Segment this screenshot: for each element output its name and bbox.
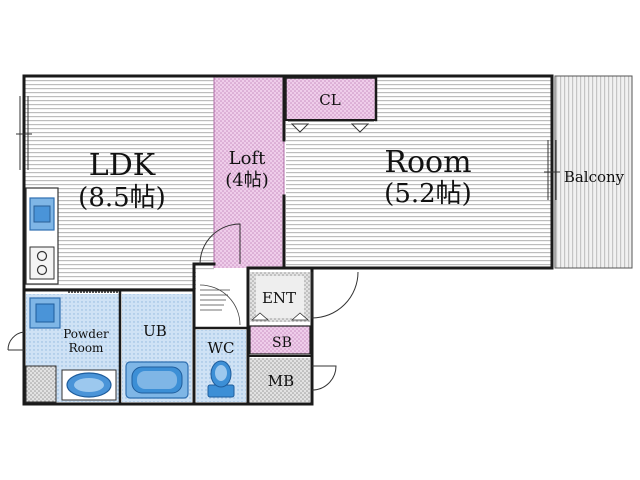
balcony-label: Balcony: [564, 168, 625, 186]
washbasin-icon: [29, 297, 61, 329]
powder-room: Powder Room: [25, 291, 120, 403]
hall-step: [196, 270, 246, 328]
room-area: Room (5.2帖): [286, 76, 552, 266]
kitchen-counter: [25, 187, 59, 285]
stove-icon: [29, 246, 55, 280]
entrance: ENT: [250, 272, 310, 322]
toilet-icon: [207, 360, 235, 398]
room-name-label: Room: [384, 145, 471, 180]
loft-name-label: Loft: [229, 148, 266, 169]
closet-label: CL: [319, 91, 340, 109]
powder-room-label-line2: Room: [69, 341, 104, 355]
shoe-box-label: SB: [272, 335, 292, 351]
entrance-label: ENT: [262, 289, 296, 307]
unit-bath: UB: [122, 294, 192, 402]
toilet-room: WC: [196, 330, 246, 402]
loft-size-label: (4帖): [225, 170, 269, 191]
meter-box-label: MB: [268, 372, 294, 390]
window-marks: [16, 96, 560, 200]
powder-room-label-line1: Powder: [63, 327, 109, 341]
shoe-box: SB: [249, 325, 311, 355]
toilet-label: WC: [208, 339, 235, 357]
closet: CL: [285, 77, 377, 133]
sink-bowl-icon: [61, 369, 117, 401]
room-size-label: (5.2帖): [384, 179, 472, 209]
ldk-size-label: (8.5帖): [78, 183, 166, 213]
unit-bath-label: UB: [143, 322, 167, 340]
washing-machine-space: [25, 365, 57, 403]
meter-box: MB: [250, 358, 310, 402]
door-swings: [7, 223, 359, 391]
bathtub-icon: [125, 361, 189, 399]
ldk-name-label: LDK: [89, 148, 156, 183]
loft-area: Loft (4帖): [213, 76, 285, 268]
balcony: Balcony: [554, 75, 633, 269]
